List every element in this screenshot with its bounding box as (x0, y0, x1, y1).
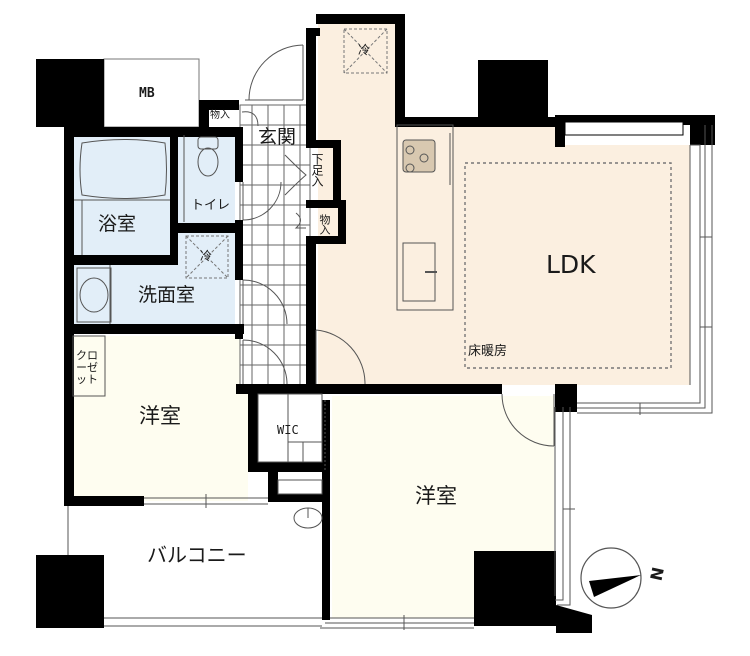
closet-label-text: クローゼット (76, 349, 98, 386)
entrance-storage-label: 物入 (210, 110, 230, 121)
balcony-label: バルコニー (147, 543, 247, 567)
shoe-storage-label: 下足入 (310, 153, 324, 186)
western-room-2-label: 洋室 (415, 484, 457, 508)
window-frames (67, 124, 713, 630)
washroom-floor (73, 232, 235, 324)
western-room-1-label: 洋室 (139, 404, 181, 428)
ldk-floor (318, 20, 690, 385)
ldk-label: LDK (546, 250, 596, 279)
bathroom-label: 浴室 (98, 213, 137, 235)
wic-label: WIC (277, 423, 299, 437)
toilet-floor (178, 135, 235, 223)
toilet-label: トイレ (191, 198, 231, 213)
western-room-1-floor (73, 336, 248, 501)
walls (36, 14, 715, 633)
doors (241, 44, 555, 470)
closet-label: クローゼット (76, 350, 104, 386)
fridge-label-ldk: 冷 (358, 43, 371, 57)
compass-icon (580, 547, 642, 609)
floor-heating-label: 床暖房 (468, 344, 508, 359)
fridge-spaces (185, 28, 388, 279)
entrance-label: 玄関 (258, 126, 297, 148)
fridge-label-wash: 冷 (200, 249, 213, 263)
washroom-label: 洗面室 (138, 284, 196, 306)
floor-heating-area (464, 162, 672, 369)
mb-label: MB (139, 86, 155, 101)
hall-storage-label: 物入 (318, 214, 331, 234)
